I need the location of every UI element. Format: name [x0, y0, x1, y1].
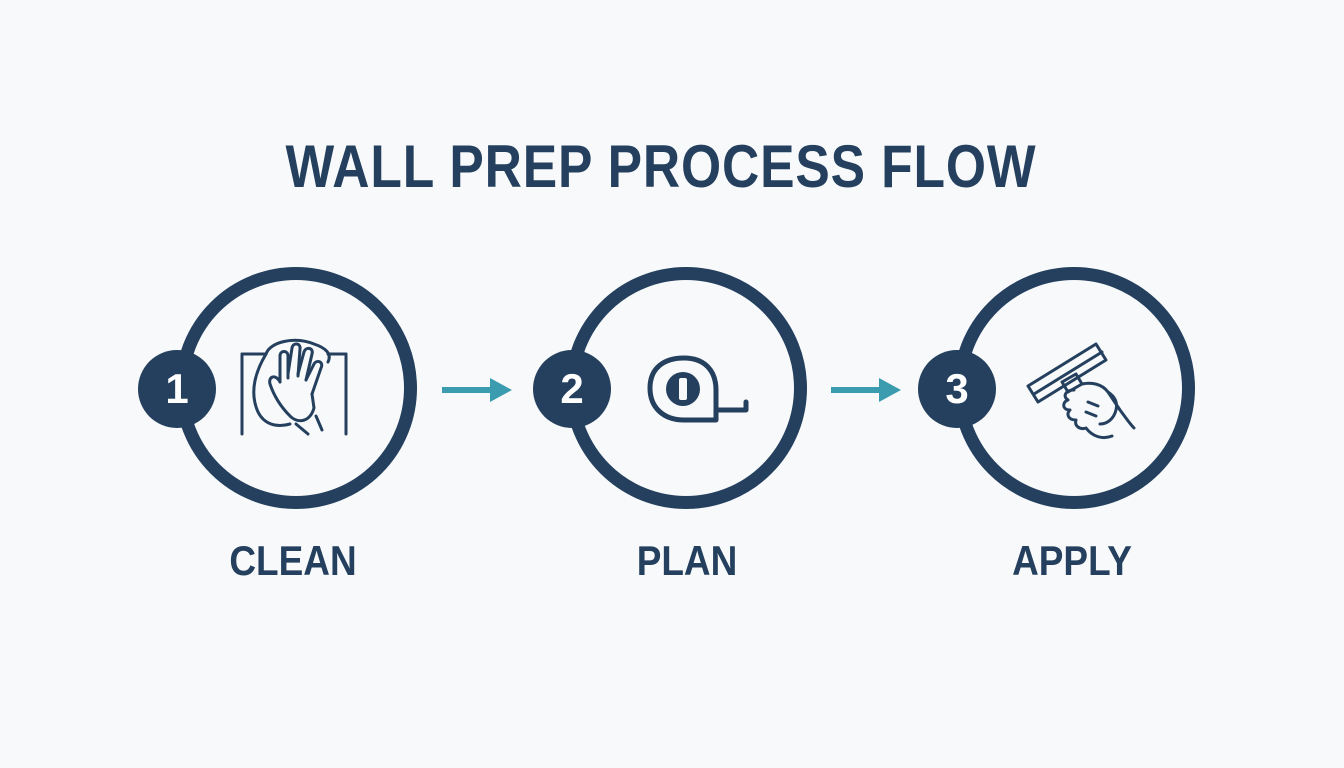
wipe-hand-icon [240, 338, 348, 436]
step-2-badge: 2 [533, 350, 611, 428]
step-2-label: PLAN [636, 537, 738, 584]
tape-measure-icon [647, 355, 749, 423]
arrow-right-icon [831, 378, 901, 402]
page-title: WALL PREP PROCESS FLOW [285, 133, 1037, 200]
squeegee-hand-icon [1026, 342, 1136, 440]
step-3-badge: 3 [918, 350, 996, 428]
arrow-right-icon [442, 378, 512, 402]
step-1-label: CLEAN [229, 537, 357, 584]
step-3-label: APPLY [1012, 537, 1132, 584]
step-1-badge: 1 [138, 350, 216, 428]
